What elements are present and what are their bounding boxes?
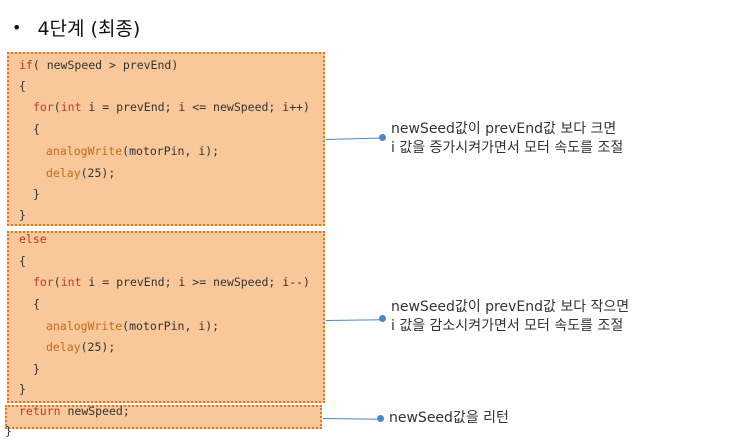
code-line-brace: {: [19, 254, 26, 268]
annotation-decrease: newSeed값이 prevEnd값 보다 작으면 i 값을 감소시켜가면서 모…: [391, 299, 630, 334]
code-line-brace: {: [19, 79, 26, 93]
annotation-increase: newSeed값이 prevEnd값 보다 크면 i 값을 증가시켜가면서 모터…: [391, 121, 624, 156]
code-line-if: if( newSpeed > prevEnd): [19, 58, 179, 72]
code-line-brace: }: [33, 187, 40, 201]
code-line-for-increase: for(int i = prevEnd; i <= newSpeed; i++): [33, 100, 310, 114]
code-line-delay: delay(25);: [46, 166, 116, 180]
heading-title: 4단계 (최종): [37, 18, 141, 40]
connector-line: [326, 137, 384, 140]
code-line-analogwrite: analogWrite(motorPin, i);: [46, 319, 220, 333]
code-line-brace: }: [5, 424, 12, 438]
connector-dot: [379, 315, 386, 322]
code-line-brace: }: [33, 362, 40, 376]
code-line-brace: }: [19, 382, 26, 396]
slide-heading: • 4단계 (최종): [12, 14, 140, 41]
annotation-return: newSeed값을 리턴: [389, 410, 509, 426]
else-block-highlight: [7, 231, 325, 403]
connector-line: [326, 319, 384, 321]
if-block-highlight: [7, 52, 325, 226]
code-line-return: return newSpeed;: [19, 404, 130, 418]
code-line-for-decrease: for(int i = prevEnd; i >= newSpeed; i--): [33, 275, 310, 289]
connector-line: [322, 418, 381, 420]
connector-dot: [379, 134, 386, 141]
code-line-delay: delay(25);: [46, 340, 116, 354]
bullet: •: [12, 18, 22, 37]
connector-dot: [377, 415, 384, 422]
code-line-analogwrite: analogWrite(motorPin, i);: [46, 144, 220, 158]
code-line-brace: {: [33, 297, 40, 311]
code-line-brace: }: [19, 208, 26, 222]
code-line-brace: {: [33, 122, 40, 136]
code-line-else: else: [19, 232, 47, 246]
return-highlight: [5, 405, 322, 429]
